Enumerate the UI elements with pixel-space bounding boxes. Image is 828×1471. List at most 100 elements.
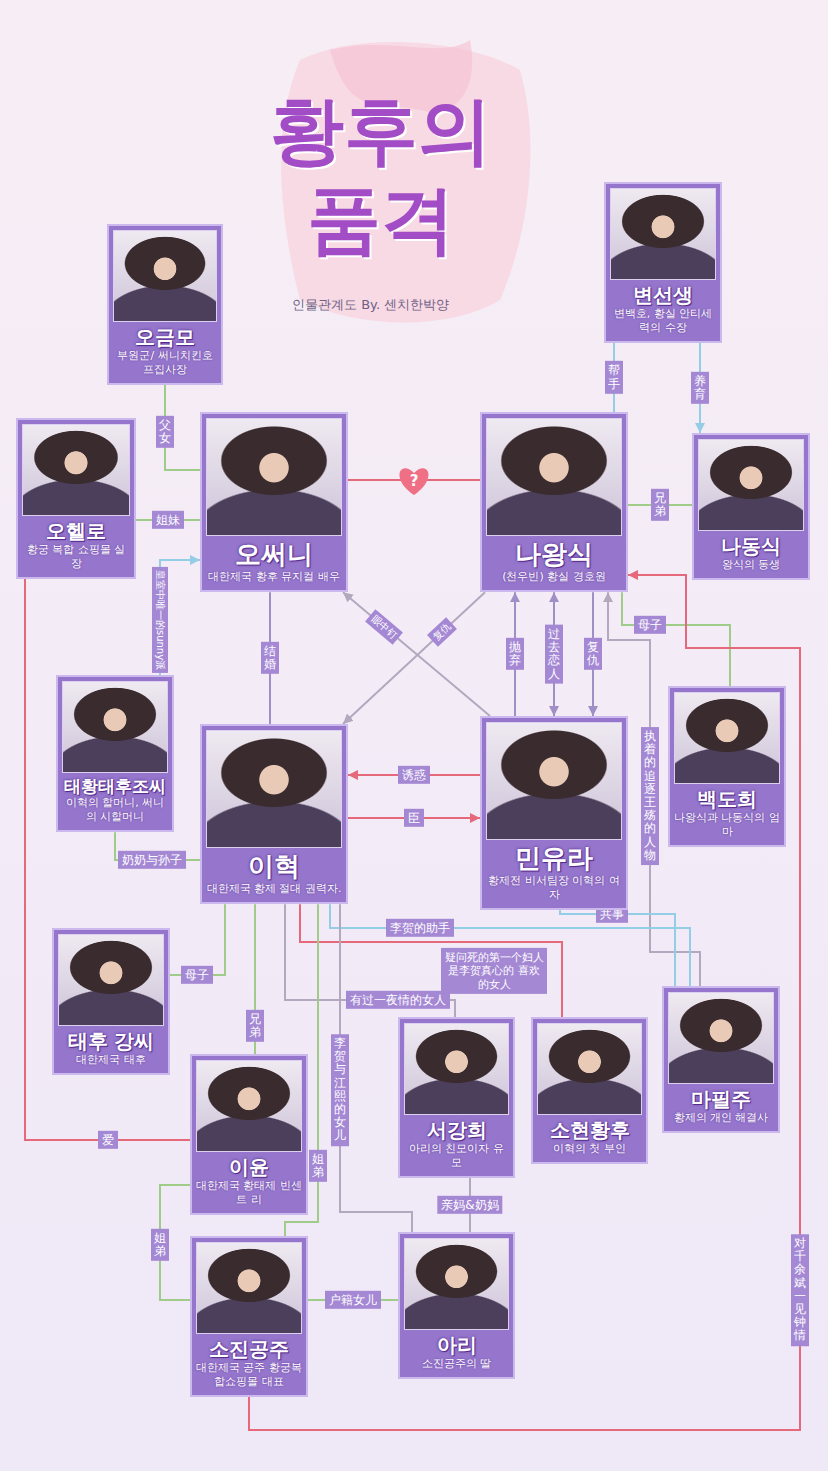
character-description: 황궁 복합 쇼핑몰 실장	[22, 543, 130, 571]
character-name: 소현황후	[537, 1118, 642, 1142]
character-card: 이혁대한제국 황제 절대 권력자.	[200, 724, 348, 904]
character-description: 대한제국 황태제 빈센트 리	[196, 1179, 302, 1207]
character-name: 나동식	[698, 534, 804, 558]
character-description: 대한제국 태후	[58, 1053, 164, 1067]
character-card: 변선생변백호, 황실 안티세력의 수장	[604, 182, 722, 343]
character-card: 나왕식(천우빈) 황실 경호원	[480, 412, 628, 592]
relation-label: 李贺的助手	[386, 919, 454, 937]
character-card: 서강희아리의 친모이자 유모	[398, 1017, 515, 1178]
character-card: 태황태후조씨이혁의 할머니, 써니의 시할머니	[56, 675, 174, 832]
relation-label: 抛弃	[506, 638, 524, 670]
relation-label: 爱	[98, 1131, 118, 1149]
relation-label: 母子	[634, 616, 666, 634]
character-card: 이윤대한제국 황태제 빈센트 리	[190, 1054, 308, 1215]
relation-label: 复仇	[584, 638, 602, 670]
character-name: 민유라	[486, 843, 622, 874]
portrait-photo	[698, 439, 804, 531]
relation-label: 皇室中唯一的sunny派	[152, 567, 168, 673]
character-card: 나동식왕식의 동생	[692, 433, 810, 580]
relation-label: 亲妈&奶妈	[437, 1196, 502, 1214]
relation-label: 奶奶与孙子	[118, 851, 186, 869]
character-name: 백도희	[674, 787, 780, 811]
relation-connector	[249, 575, 800, 1430]
character-name: 이윤	[196, 1155, 302, 1179]
character-name: 이혁	[206, 851, 342, 882]
relation-label: 户籍女儿	[325, 1291, 381, 1309]
relation-connector	[343, 592, 485, 724]
character-description: 소진공주의 딸	[404, 1357, 509, 1371]
relation-label: 母子	[181, 966, 213, 984]
relation-connector	[170, 904, 225, 975]
chart-title: 황후의 품격	[250, 86, 512, 264]
character-name: 태황태후조씨	[62, 776, 168, 796]
relation-label: 父女	[156, 416, 174, 448]
character-description: 부원군/ 써니치킨호프집사장	[113, 349, 217, 377]
character-name: 서강희	[404, 1118, 509, 1142]
character-card: 백도희나왕식과 나동식의 엄마	[668, 686, 786, 847]
portrait-photo	[206, 418, 342, 536]
character-name: 나왕식	[486, 539, 622, 570]
portrait-photo	[674, 692, 780, 784]
character-description: 왕식의 동생	[698, 558, 804, 572]
character-name: 태후 강씨	[58, 1029, 164, 1053]
character-description: (천우빈) 황실 경호원	[486, 570, 622, 584]
relation-connector	[343, 592, 490, 716]
relation-label: 兄弟	[246, 1010, 264, 1042]
relation-connector	[285, 904, 455, 1017]
character-description: 황제전 비서팀장 이혁의 여자	[486, 874, 622, 902]
portrait-photo	[486, 418, 622, 536]
portrait-photo	[196, 1242, 302, 1334]
character-description: 대한제국 황후 뮤지컬 배우	[206, 570, 342, 584]
character-description: 변백호, 황실 안티세력의 수장	[610, 307, 716, 335]
relation-label: 帮手	[605, 361, 623, 393]
portrait-photo	[668, 992, 774, 1084]
relation-label: 诱惑	[398, 766, 430, 784]
character-card: 아리소진공주의 딸	[398, 1232, 515, 1379]
relation-label: 养育	[691, 372, 709, 404]
relation-label: 结婚	[261, 642, 279, 674]
character-name: 오써니	[206, 539, 342, 570]
relation-label: 姐弟	[309, 1150, 327, 1182]
portrait-photo	[404, 1023, 509, 1115]
character-description: 이혁의 첫 부인	[537, 1142, 642, 1156]
relation-label: 对千余斌一见钟情	[791, 1234, 809, 1346]
relation-label: 执着的追逐王殇的人物	[641, 727, 659, 865]
character-card: 마필주황제의 개인 해결사	[662, 986, 780, 1133]
relation-label: 有过一夜情的女人	[346, 991, 450, 1009]
character-card: 소현황후이혁의 첫 부인	[531, 1017, 648, 1164]
character-description: 아리의 친모이자 유모	[404, 1142, 509, 1170]
portrait-photo	[113, 230, 217, 322]
character-description: 대한제국 공주 황궁복합쇼핑몰 대표	[196, 1361, 302, 1389]
portrait-photo	[537, 1023, 642, 1115]
portrait-photo	[22, 424, 130, 516]
character-description: 이혁의 할머니, 써니의 시할머니	[62, 796, 168, 824]
character-card: 오금모부원군/ 써니치킨호프집사장	[107, 224, 223, 385]
chart-caption: 인물관계도 By. 센치한박양	[292, 296, 449, 314]
relation-label: 臣	[404, 809, 424, 827]
relation-label: 兄弟	[651, 489, 669, 521]
relation-label: ?	[410, 472, 419, 490]
relation-label: 疑问死的第一个妇人 是李贺真心的 喜欢的女人	[441, 948, 547, 994]
portrait-photo	[196, 1060, 302, 1152]
character-card: 민유라황제전 비서팀장 이혁의 여자	[480, 716, 628, 910]
character-card: 소진공주대한제국 공주 황궁복합쇼핑몰 대표	[190, 1236, 308, 1397]
character-name: 오헬로	[22, 519, 130, 543]
character-name: 소진공주	[196, 1337, 302, 1361]
character-description: 황제의 개인 해결사	[668, 1111, 774, 1125]
character-card: 태후 강씨대한제국 태후	[52, 928, 170, 1075]
character-name: 오금모	[113, 325, 217, 349]
relation-label: 过去恋人	[545, 625, 563, 684]
character-description: 대한제국 황제 절대 권력자.	[206, 882, 342, 896]
character-name: 변선생	[610, 283, 716, 307]
portrait-photo	[486, 722, 622, 840]
portrait-photo	[58, 934, 164, 1026]
character-name: 마필주	[668, 1087, 774, 1111]
character-card: 오써니대한제국 황후 뮤지컬 배우	[200, 412, 348, 592]
relation-label: 姐妹	[152, 511, 184, 529]
character-card: 오헬로황궁 복합 쇼핑몰 실장	[16, 418, 136, 579]
relation-label: 李贺与江熙的女儿	[331, 1034, 349, 1146]
heart-icon	[400, 468, 429, 495]
portrait-photo	[206, 730, 342, 848]
portrait-photo	[404, 1238, 509, 1330]
